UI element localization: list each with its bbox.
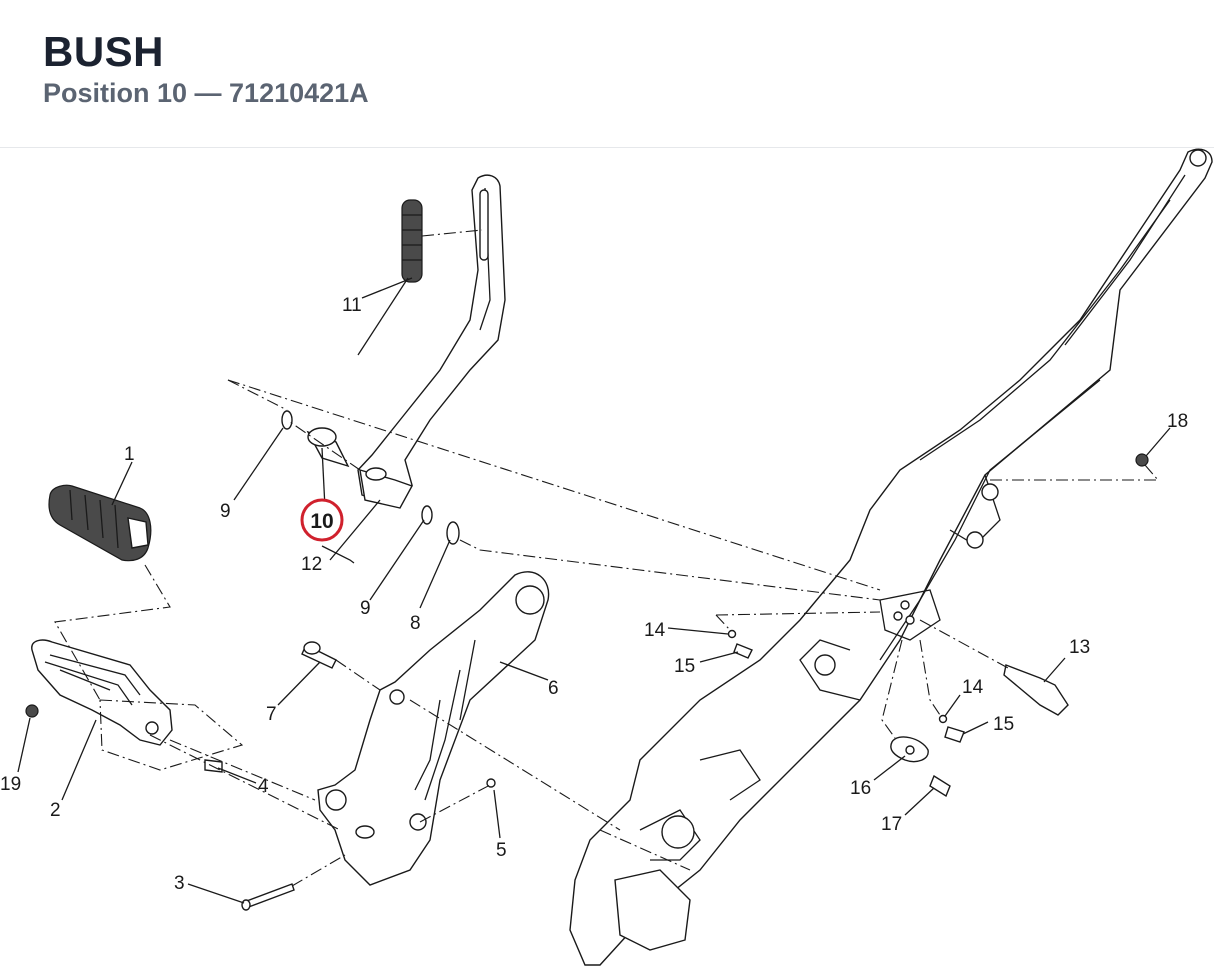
label-12: 12 [301, 554, 322, 575]
label-13: 13 [1069, 637, 1090, 658]
label-1: 1 [124, 444, 135, 465]
label-7: 7 [266, 704, 277, 725]
gear-lever [357, 174, 506, 509]
label-6: 6 [548, 678, 559, 699]
label-14-right: 14 [962, 677, 984, 698]
callout-labels: 1 2 3 4 5 6 7 8 9 9 11 12 13 14 14 15 15… [0, 295, 1188, 894]
label-11: 11 [342, 295, 362, 316]
lever-rubber [401, 199, 423, 283]
label-3: 3 [174, 873, 185, 894]
footpeg-bracket [317, 571, 550, 886]
label-19: 19 [0, 774, 21, 795]
label-5: 5 [496, 840, 507, 861]
label-9-lower: 9 [360, 598, 371, 619]
part-title: BUSH [43, 28, 165, 75]
assembly-lines [54, 229, 1160, 887]
label-15-left: 15 [674, 656, 695, 677]
highlight-ring[interactable] [300, 498, 344, 542]
label-18: 18 [1167, 411, 1188, 432]
leader-lines [17, 277, 1171, 904]
page-header: BUSH Position 10 — 71210421A [0, 0, 1214, 148]
label-17: 17 [881, 814, 902, 835]
label-9-upper: 9 [220, 501, 231, 522]
label-2: 2 [50, 800, 61, 821]
bush-part [306, 427, 350, 468]
footpeg-rubber [48, 484, 152, 562]
label-8: 8 [410, 613, 421, 634]
highlighted-callout[interactable]: 10 [300, 498, 344, 542]
label-10[interactable]: 10 [310, 510, 333, 533]
label-15-right: 15 [993, 714, 1014, 735]
rear-subframe [569, 148, 1213, 966]
part-subtitle: Position 10 — 71210421A [43, 78, 369, 108]
label-4: 4 [258, 776, 269, 797]
label-16: 16 [850, 778, 871, 799]
small-parts [25, 410, 1149, 911]
label-14-left: 14 [644, 620, 666, 641]
footpeg [31, 639, 173, 746]
